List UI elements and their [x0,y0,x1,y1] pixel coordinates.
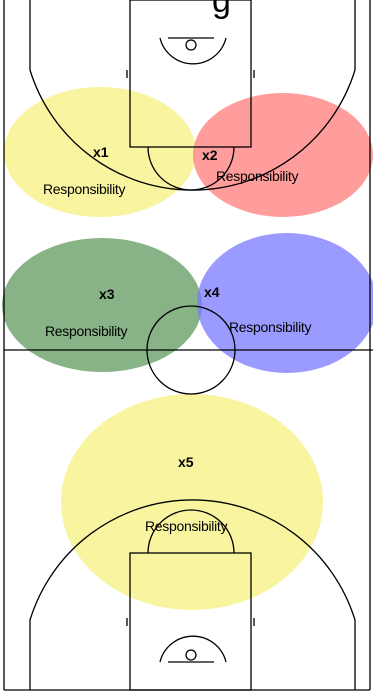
zone-label-x3: Responsibility [45,323,127,339]
player-label-x2: x2 [202,147,218,163]
title-fragment: g [212,0,231,20]
hoop-bottom [185,649,197,661]
zone-label-x4: Responsibility [229,319,311,335]
player-label-x1: x1 [93,144,109,160]
zone-x2 [193,93,373,217]
player-label-x5: x5 [178,454,194,470]
zone-label-x2: Responsibility [216,168,298,184]
player-label-x3: x3 [99,286,115,302]
court-lines [3,0,373,691]
player-label-x4: x4 [204,284,220,300]
zone-x3 [2,238,202,372]
zone-label-x1: Responsibility [43,181,125,197]
hoop-top [185,39,197,51]
three-point-arc-bottom [29,499,356,690]
center-circle [146,305,236,395]
zone-x5 [61,394,323,610]
free-throw-arc-top [147,146,235,191]
restricted-arc-top [159,37,227,65]
key-bottom [129,552,252,691]
free-throw-arc-bottom [147,509,235,554]
zone-label-x5: Responsibility [145,518,227,534]
key-top [129,0,252,148]
restricted-arc-bottom [159,635,227,663]
zone-x4 [197,233,373,373]
